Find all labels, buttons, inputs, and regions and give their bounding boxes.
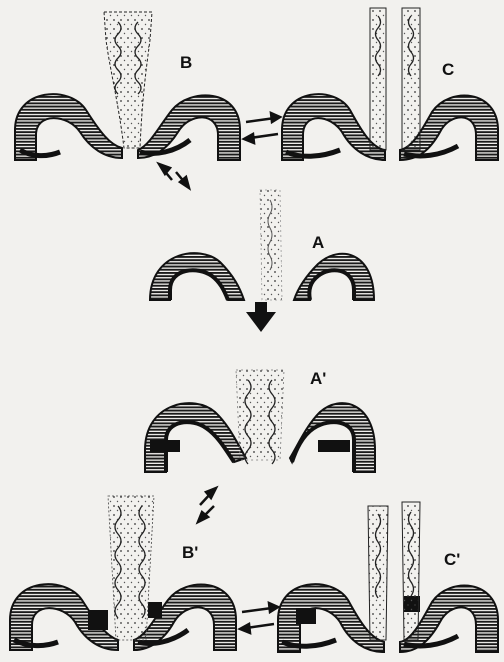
- state-cprime-group: [278, 502, 498, 652]
- strand-c-right: [402, 8, 420, 150]
- label-c: C: [442, 60, 454, 79]
- label-bprime: B': [182, 543, 198, 562]
- double-arrow-aprime-bprime: [198, 488, 216, 522]
- label-b: B: [180, 53, 192, 72]
- strand-bprime: [108, 496, 154, 640]
- strand-c-left: [370, 8, 386, 150]
- label-aprime: A': [310, 369, 326, 388]
- strand-a: [260, 190, 282, 300]
- arch-aprime-left: [145, 403, 246, 472]
- strand-aprime: [236, 370, 284, 460]
- state-aprime-group: [145, 370, 375, 472]
- s-fold-b-left: [15, 94, 122, 160]
- strand-cprime-left: [368, 506, 388, 640]
- arch-a-right: [294, 254, 374, 300]
- state-b-group: [15, 12, 240, 160]
- strand-b: [104, 12, 152, 148]
- state-a-group: [150, 190, 374, 300]
- state-c-group: [282, 8, 498, 160]
- double-arrow-bprime-cprime: [240, 603, 278, 633]
- double-arrow-b-c: [244, 113, 280, 143]
- s-fold-b-right: [138, 95, 240, 160]
- label-a: A: [312, 233, 324, 252]
- strand-cprime-right: [402, 502, 420, 640]
- arch-a-left: [150, 253, 244, 300]
- down-arrow-a-aprime: [246, 302, 276, 332]
- double-arrow-a-b: [159, 164, 189, 188]
- label-cprime: C': [444, 550, 460, 569]
